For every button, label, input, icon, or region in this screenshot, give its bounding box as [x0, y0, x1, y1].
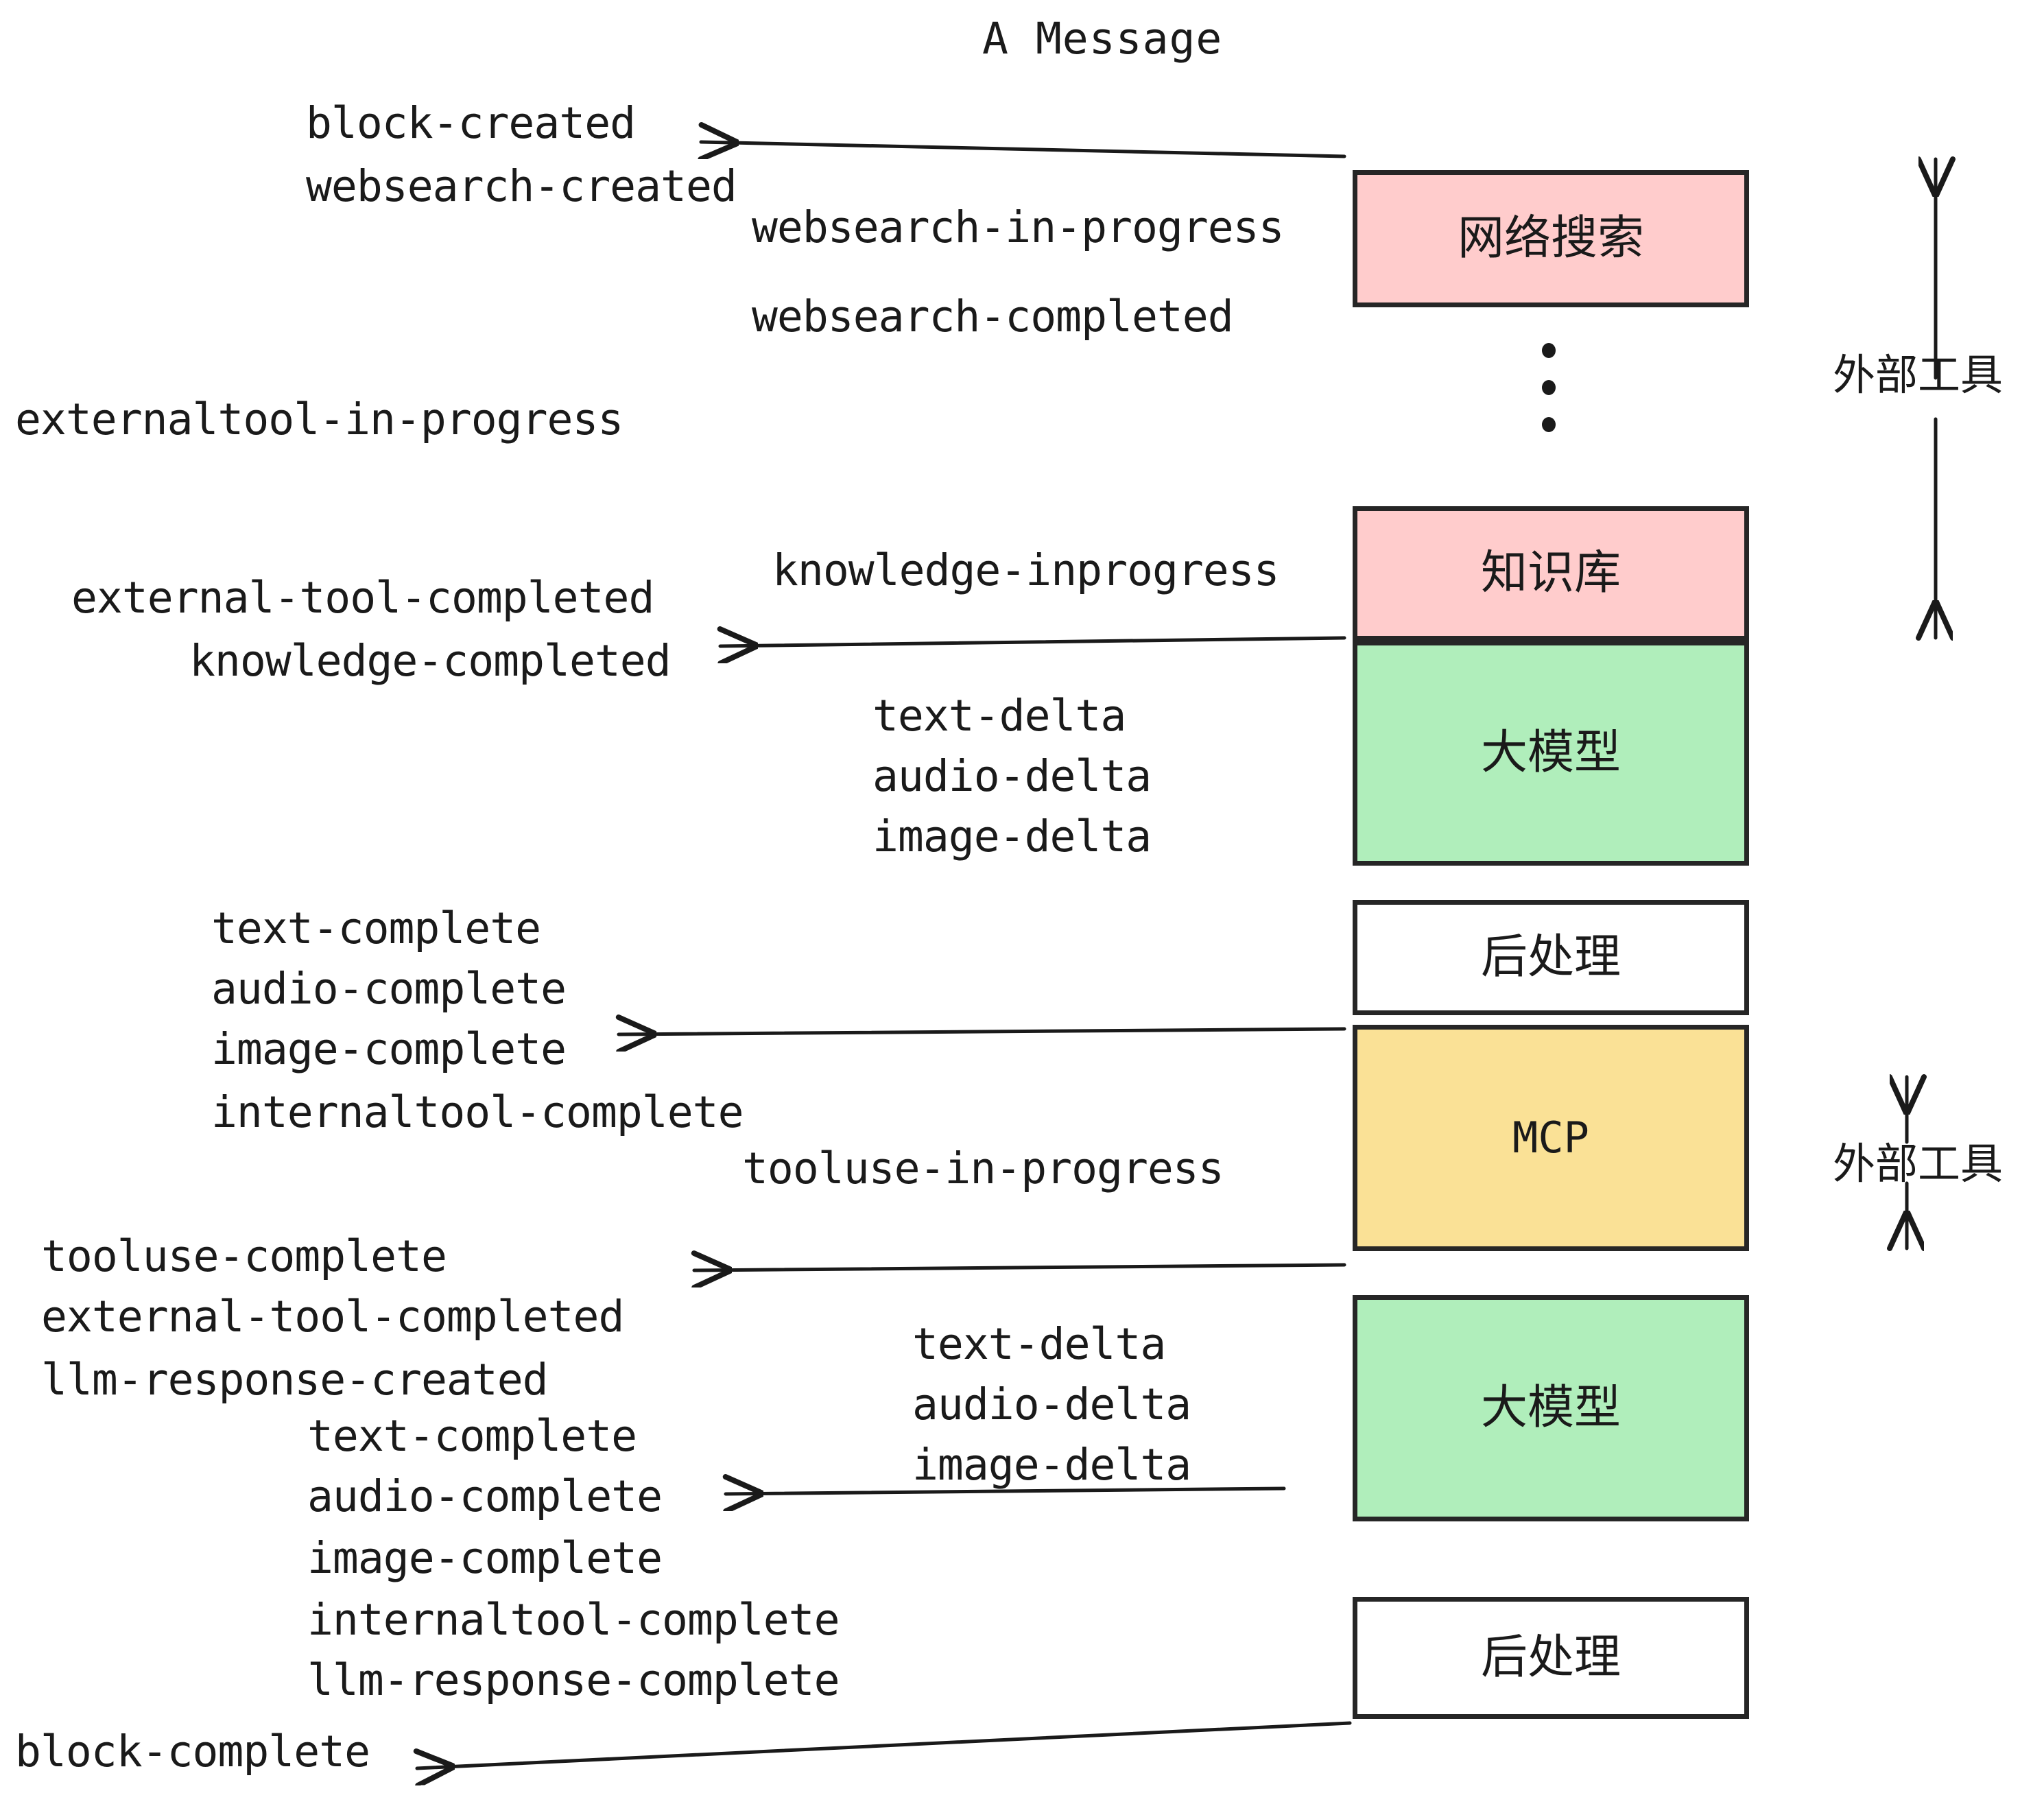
event-label: image-complete — [307, 1533, 663, 1583]
box-postprocess-upper[interactable]: 后处理 — [1353, 900, 1749, 1015]
event-label: audio-complete — [307, 1471, 663, 1521]
flow-arrows-group — [417, 142, 1352, 1768]
scope-arrows-group — [1907, 159, 1936, 1248]
scope-label-external-tools-lower: 外部工具 — [1833, 1139, 2004, 1189]
box-label: 大模型 — [1480, 726, 1621, 780]
ellipsis-dot — [1542, 417, 1556, 432]
box-label: 后处理 — [1480, 1630, 1621, 1685]
event-label: audio-delta — [912, 1379, 1191, 1429]
event-label: text-delta — [872, 691, 1126, 741]
event-label: tooluse-complete — [41, 1231, 447, 1281]
box-web-search[interactable]: 网络搜索 — [1353, 170, 1749, 307]
event-label: knowledge-inprogress — [772, 545, 1280, 595]
event-label: internaltool-complete — [307, 1595, 840, 1645]
scope-label-external-tools-upper: 外部工具 — [1833, 350, 2004, 400]
mcp-to-tooluse-complete-arrow — [694, 1265, 1346, 1270]
event-label: external-tool-completed — [41, 1292, 624, 1342]
event-label: externaltool-in-progress — [15, 394, 623, 444]
knowledge-to-completed-arrow — [720, 638, 1346, 646]
event-label: tooluse-in-progress — [742, 1143, 1224, 1194]
event-label: internaltool-complete — [211, 1087, 744, 1137]
event-label: audio-complete — [211, 964, 567, 1014]
box-label: 知识库 — [1480, 546, 1621, 600]
event-label: text-complete — [307, 1411, 637, 1461]
event-label: image-delta — [872, 811, 1152, 862]
box-label: 大模型 — [1480, 1381, 1621, 1435]
diagram-title: A Message — [982, 14, 1223, 64]
event-label: block-complete — [15, 1726, 370, 1777]
websearch-to-block-created-arrow — [701, 142, 1346, 156]
box-llm-upper[interactable]: 大模型 — [1353, 641, 1749, 866]
postprocess-to-image-arrow — [619, 1029, 1346, 1034]
box-label: 网络搜索 — [1457, 211, 1644, 265]
event-label: external-tool-completed — [71, 573, 654, 623]
ellipsis-dot — [1542, 380, 1556, 395]
box-mcp[interactable]: MCP — [1353, 1025, 1749, 1251]
box-label: 后处理 — [1480, 930, 1621, 984]
event-label: websearch-completed — [752, 292, 1234, 342]
event-label: llm-response-created — [41, 1355, 549, 1405]
ellipsis-dot — [1542, 343, 1556, 358]
event-label: image-delta — [912, 1440, 1191, 1490]
event-label: websearch-created — [306, 161, 737, 211]
box-postprocess-lower[interactable]: 后处理 — [1353, 1597, 1749, 1719]
box-llm-lower[interactable]: 大模型 — [1353, 1295, 1749, 1521]
event-label: audio-delta — [872, 751, 1152, 801]
event-label: image-complete — [211, 1024, 567, 1074]
box-label: MCP — [1512, 1113, 1589, 1163]
event-label: llm-response-complete — [307, 1655, 840, 1705]
vertical-ellipsis-icon — [1542, 343, 1556, 432]
event-label: block-created — [306, 98, 636, 148]
event-label: text-delta — [912, 1319, 1166, 1369]
postprocess-to-block-complete-arrow — [417, 1721, 1352, 1768]
event-label: text-complete — [211, 903, 541, 953]
box-knowledge-base[interactable]: 知识库 — [1353, 506, 1749, 641]
event-label: websearch-in-progress — [752, 202, 1285, 252]
event-label: knowledge-completed — [189, 636, 672, 686]
